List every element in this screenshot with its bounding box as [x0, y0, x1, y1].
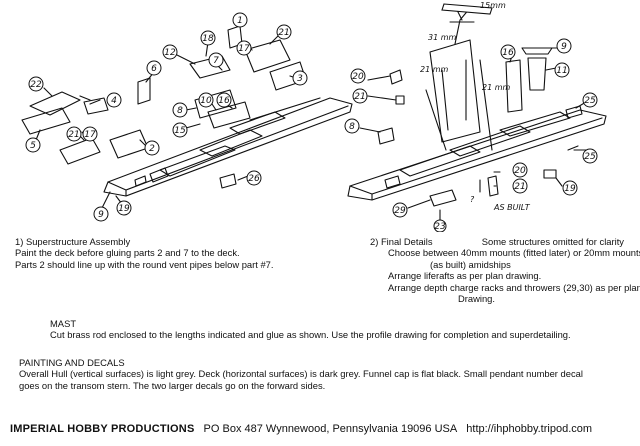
callout-number: 2 — [149, 144, 155, 154]
callout-number: 5 — [30, 141, 36, 151]
right-hull-drawing: 15mm 21 mm 21 mm 31 mm AS BUILT ? 20 21 … — [344, 1, 607, 232]
paint-line2: goes on the transom stern. The two large… — [19, 379, 326, 391]
left-callouts: 22 4 5 21 17 2 9 6 12 18 17 21 7 1 3 8 1… — [25, 12, 308, 222]
assembly-drawing: 22 4 5 21 17 2 9 6 12 18 17 21 7 1 3 8 1… — [21, 1, 607, 232]
question-mark: ? — [470, 195, 475, 204]
callout-number: 20 — [514, 166, 526, 176]
callout-number: 19 — [118, 204, 130, 214]
section2-note: Some structures omitted for clarity — [481, 236, 624, 247]
dim-mast-top: 15mm — [480, 1, 506, 10]
callout-number: 9 — [98, 210, 104, 220]
callout-number: 1 — [237, 16, 243, 26]
callout-number: 12 — [164, 48, 176, 58]
painting-section: PAINTING AND DECALS Overall Hull (vertic… — [19, 357, 583, 391]
callout-number: 11 — [556, 66, 567, 76]
callout-number: 25 — [584, 152, 596, 162]
callout-number: 10 — [200, 96, 212, 106]
final-details-section: 2) Final Details Some structures omitted… — [370, 236, 640, 304]
callout-number: 17 — [238, 44, 250, 54]
dim-mast-a: 21 mm — [420, 65, 449, 74]
callout-number: 26 — [248, 174, 260, 184]
company-url[interactable]: http://ihphobby.tripod.com — [466, 423, 593, 435]
callout-number: 21 — [278, 28, 289, 38]
section1-line2: Parts 2 should line up with the round ve… — [15, 258, 274, 270]
section2-line1: Choose between 40mm mounts (fitted later… — [388, 247, 640, 259]
section2-heading: 2) Final Details — [370, 236, 433, 247]
callout-number: 18 — [202, 34, 214, 44]
callout-number: 21 — [354, 92, 365, 102]
dim-mast-b: 21 mm — [482, 83, 511, 92]
right-callouts: 20 21 8 16 9 11 25 25 20 21 19 29 23 — [344, 38, 598, 232]
company-name: IMPERIAL HOBBY PRODUCTIONS — [10, 423, 195, 435]
section1-line1: Paint the deck before gluing parts 2 and… — [15, 247, 240, 259]
section2-line5: Drawing. — [458, 293, 495, 305]
callout-number: 25 — [584, 96, 596, 106]
mast-text: Cut brass rod enclosed to the lengths in… — [50, 329, 571, 341]
callout-number: 20 — [352, 72, 364, 82]
callout-number: 4 — [111, 96, 117, 106]
mast-heading: MAST — [50, 318, 77, 329]
callout-number: 8 — [177, 106, 183, 116]
callout-number: 23 — [434, 222, 446, 232]
dim-mast-c: 31 mm — [428, 33, 457, 42]
callout-number: 6 — [151, 64, 157, 74]
section2-line2: (as built) amidships — [430, 258, 511, 270]
mast-section: MAST Cut brass rod enclosed to the lengt… — [50, 318, 571, 341]
superstructure-section: 1) Superstructure Assembly Paint the dec… — [15, 236, 274, 270]
paint-heading: PAINTING AND DECALS — [19, 357, 125, 368]
paint-line1: Overall Hull (vertical surfaces) is ligh… — [19, 368, 583, 380]
callout-number: 3 — [297, 74, 303, 84]
as-built-note: AS BUILT — [493, 203, 531, 212]
callout-number: 16 — [218, 96, 230, 106]
company-address: PO Box 487 Wynnewood, Pennsylvania 19096… — [203, 423, 458, 435]
left-hull-drawing: 22 4 5 21 17 2 9 6 12 18 17 21 7 1 3 8 1… — [21, 12, 353, 222]
section2-line4: Arrange depth charge racks and throwers … — [388, 281, 640, 293]
callout-number: 22 — [30, 80, 42, 90]
callout-number: 19 — [564, 184, 576, 194]
callout-number: 9 — [561, 42, 567, 52]
callout-number: 29 — [394, 206, 406, 216]
callout-number: 8 — [349, 122, 355, 132]
section1-heading: 1) Superstructure Assembly — [15, 236, 131, 247]
callout-number: 16 — [502, 48, 514, 58]
callout-number: 15 — [174, 126, 186, 136]
callout-number: 7 — [213, 56, 219, 66]
callout-number: 17 — [84, 130, 96, 140]
callout-number: 21 — [514, 182, 525, 192]
callout-number: 21 — [68, 130, 79, 140]
section2-line3: Arrange liferafts as per plan drawing. — [388, 270, 542, 282]
footer: IMPERIAL HOBBY PRODUCTIONS PO Box 487 Wy… — [10, 423, 592, 436]
